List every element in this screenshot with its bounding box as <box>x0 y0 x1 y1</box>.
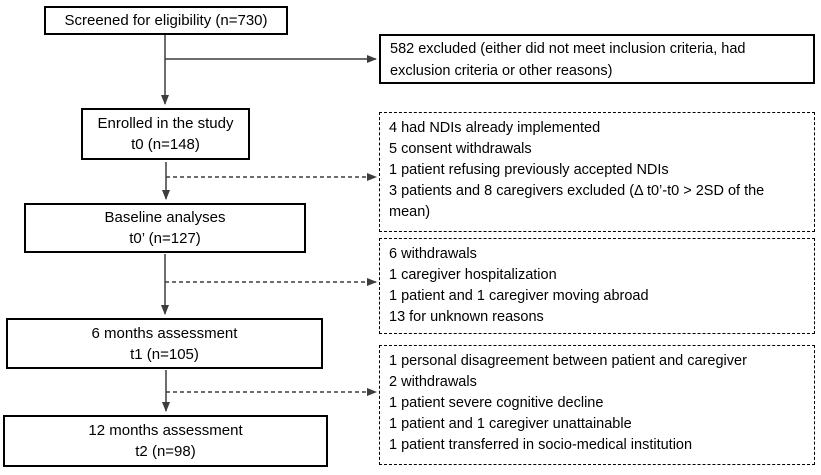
excluded-after-screening-box: 582 excluded (either did not meet inclus… <box>379 34 815 84</box>
exclusion-item: 582 excluded (either did not meet inclus… <box>390 41 746 79</box>
exclusion-item: 6 withdrawals <box>389 246 477 262</box>
exclusion-item: 1 patient transferred in socio-medical i… <box>389 437 693 453</box>
six-months-label: 6 months assessment <box>91 324 238 342</box>
exclusion-item: 1 personal disagreement between patient … <box>389 353 747 369</box>
six-months-count: t1 (n=105) <box>130 345 199 363</box>
exclusion-item: 13 for unknown reasons <box>389 309 544 325</box>
exclusion-item: 1 patient refusing previously accepted N… <box>389 162 669 178</box>
exclusion-item: 2 withdrawals <box>389 374 477 390</box>
twelve-months-label: 12 months assessment <box>88 422 243 439</box>
baseline-label: Baseline analyses <box>104 209 226 226</box>
exclusion-item: 1 patient and 1 caregiver moving abroad <box>389 288 649 304</box>
exclusion-item: 1 caregiver hospitalization <box>389 267 557 283</box>
exclusion-item: 4 had NDIs already implemented <box>389 120 601 136</box>
enrolled-box: Enrolled in the study t0 (n=148) <box>81 108 250 160</box>
exclusion-item: 1 patient severe cognitive decline <box>389 395 604 411</box>
enrolled-count: t0 (n=148) <box>131 136 200 153</box>
excluded-after-enrollment-box: 4 had NDIs already implemented 5 consent… <box>379 112 815 232</box>
twelve-months-box: 12 months assessment t2 (n=98) <box>3 415 328 467</box>
twelve-months-count: t2 (n=98) <box>135 443 196 460</box>
screened-box: Screened for eligibility (n=730) <box>44 6 288 35</box>
enrolled-label: Enrolled in the study <box>97 115 234 132</box>
excluded-after-baseline-box: 6 withdrawals 1 caregiver hospitalizatio… <box>379 238 815 334</box>
excluded-after-six-months-box: 1 personal disagreement between patient … <box>379 345 815 465</box>
exclusion-item: 5 consent withdrawals <box>389 141 532 157</box>
baseline-box: Baseline analyses t0’ (n=127) <box>24 203 306 253</box>
screened-label: Screened for eligibility (n=730) <box>64 12 268 29</box>
exclusion-item: 1 patient and 1 caregiver unattainable <box>389 416 632 432</box>
six-months-box: 6 months assessment t1 (n=105) <box>6 318 323 369</box>
baseline-count: t0’ (n=127) <box>129 230 201 247</box>
exclusion-item: 3 patients and 8 caregivers excluded (Δ … <box>389 183 765 220</box>
